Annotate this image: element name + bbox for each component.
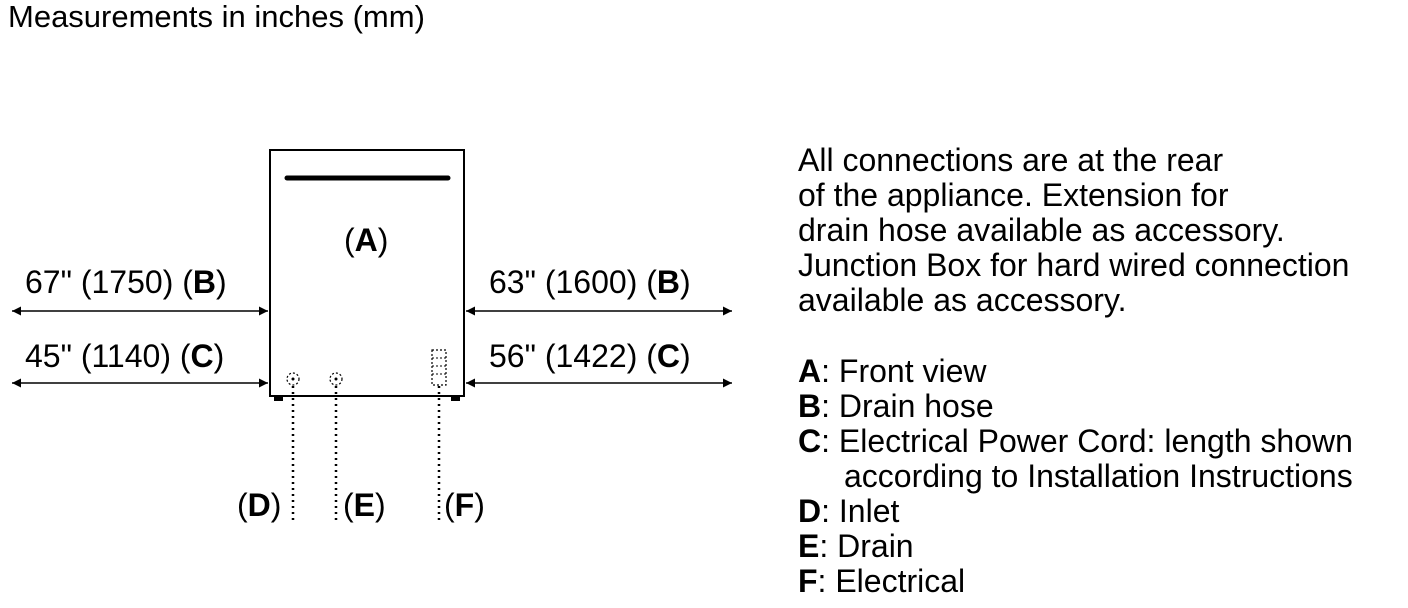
drain-connector-icon <box>329 372 343 386</box>
dimension-label-right-c: 56" (1422) (C) <box>489 338 691 374</box>
dimension-label-right-b: 63" (1600) (B) <box>489 264 691 300</box>
appliance-outline <box>269 149 465 397</box>
legend-continuation: according to Installation Instructions <box>844 458 1353 494</box>
connection-label-f: (F) <box>444 487 485 523</box>
legend-item: E: Drain <box>798 528 914 564</box>
legend-item: B: Drain hose <box>798 388 994 424</box>
dimension-label-left-b: 67" (1750) (B) <box>25 264 227 300</box>
appliance-foot-left <box>274 396 283 401</box>
dimension-label-left-c: 45" (1140) (C) <box>25 338 225 374</box>
legend: A: Front view B: Drain hose C: Electrica… <box>798 354 1353 599</box>
note-line: All connections are at the rear <box>798 142 1224 178</box>
legend-item: F: Electrical <box>798 563 966 599</box>
electrical-connector-icon <box>431 349 447 386</box>
connection-label-d: (D) <box>237 487 282 523</box>
connection-notes: All connections are at the rear of the a… <box>798 143 1349 318</box>
note-line: drain hose available as accessory. <box>798 212 1285 248</box>
legend-item: A: Front view <box>798 353 987 389</box>
note-line: Junction Box for hard wired connection <box>798 247 1350 283</box>
note-line: available as accessory. <box>798 282 1127 318</box>
inlet-connector-icon <box>286 372 300 386</box>
appliance-foot-right <box>451 396 460 401</box>
label-a: (A) <box>344 222 389 258</box>
heading: Measurements in inches (mm) <box>8 0 425 34</box>
connection-label-e: (E) <box>343 487 386 523</box>
legend-item: D: Inlet <box>798 493 900 529</box>
note-line: of the appliance. Extension for <box>798 177 1229 213</box>
